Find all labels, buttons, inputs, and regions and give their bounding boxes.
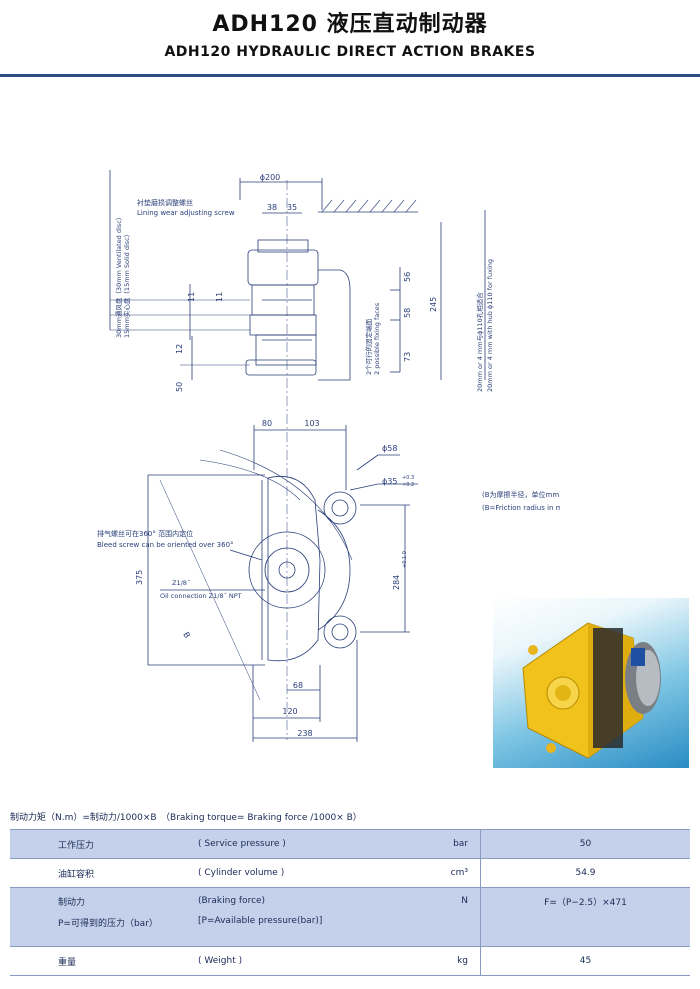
page-title: ADH120 液压直动制动器: [212, 12, 488, 37]
technical-drawing: ϕ200 38 35 56 58 73 245 11 11 12 50 80 1…: [97, 170, 560, 742]
bleed-label-cn: 排气螺丝可在360° 范围内定位: [97, 529, 193, 538]
fixing-label-cn: 2个可行的固定端面: [364, 318, 373, 375]
header-rule: [0, 74, 700, 77]
row-label-en: ( Service pressure ): [198, 829, 398, 859]
row-unit: kg: [398, 946, 481, 976]
dim-238: 238: [297, 729, 312, 738]
row-label-en: [P=Available pressure(bar)]: [198, 914, 398, 947]
row-unit: N: [398, 887, 481, 914]
dim-80: 80: [262, 419, 272, 428]
row-label-cn: 工作压力: [10, 829, 198, 859]
spec-table: 工作压力 ( Service pressure ) bar 50 油缸容积 ( …: [10, 829, 690, 976]
oil-connection-label: Oil connection Z1/8˝ NPT: [160, 591, 242, 600]
row-unit: cm³: [398, 858, 481, 888]
dim-58: 58: [403, 308, 412, 318]
disc-label-cn: 30mm通风盘（30mm Ventilated disc）: [114, 214, 123, 338]
row-label-cn: 制动力: [10, 887, 198, 914]
dim-120: 120: [282, 707, 297, 716]
disc-label-en: 15mm实心盘（15mm Solid disc）: [122, 231, 131, 338]
dim-35: 35: [287, 203, 297, 212]
fixing-label-en: 2 possible fixing faces: [373, 302, 381, 375]
table-row: P=可得到的压力（bar） [P=Available pressure(bar)…: [10, 914, 690, 947]
dim-B: B: [181, 631, 192, 640]
dim-245: 245: [429, 297, 438, 312]
hub-label-cn: 20mm or 4 mm与ϕ110孔相适合: [475, 292, 484, 392]
row-value: F=（P−2.5）×471: [480, 887, 690, 914]
row-label-en: (Braking force): [198, 887, 398, 914]
row-label-en: ( Cylinder volume ): [198, 858, 398, 888]
oil-label: Z1/8˝: [172, 578, 190, 587]
dim-56: 56: [403, 272, 412, 282]
dim-11a: 11: [187, 292, 196, 302]
dim-375: 375: [135, 570, 144, 585]
torque-formula: 制动力矩（N.m）=制动力/1000×B （Braking torque= Br…: [10, 813, 362, 823]
radius-note-en: (B=Friction radius in mm): [482, 504, 560, 512]
dim-284-tol: +0.1 0: [402, 551, 408, 568]
dim-50: 50: [175, 382, 184, 392]
table-row: 制动力 (Braking force) N F=（P−2.5）×471: [10, 887, 690, 914]
row-value: 54.9: [480, 858, 690, 888]
row-unit: [398, 914, 481, 947]
table-row: 重量 ( Weight ) kg 45: [10, 946, 690, 976]
row-label-en: ( Weight ): [198, 946, 398, 976]
dim-phi200: ϕ200: [260, 173, 281, 182]
dim-73: 73: [403, 352, 412, 362]
row-value: 45: [480, 946, 690, 976]
dim-phi35-tol-lower: +0.2: [402, 482, 414, 488]
product-photo: [493, 598, 689, 768]
row-label-cn: 油缸容积: [10, 858, 198, 888]
hub-label-en: 20mm or 4 mm with hub ϕ110 for fuxing: [486, 259, 494, 392]
table-row: 油缸容积 ( Cylinder volume ) cm³ 54.9: [10, 858, 690, 888]
dim-phi58: ϕ58: [382, 444, 397, 453]
row-unit: bar: [398, 829, 481, 859]
row-label-cn: P=可得到的压力（bar）: [10, 914, 198, 947]
dim-103: 103: [304, 419, 319, 428]
row-value: 50: [480, 829, 690, 859]
dim-11b: 11: [215, 292, 224, 302]
dim-284: 284: [392, 575, 401, 590]
row-label-cn: 重量: [10, 946, 198, 976]
dim-38: 38: [267, 203, 277, 212]
dim-68: 68: [293, 681, 303, 690]
dim-12: 12: [175, 344, 184, 354]
lining-label-en: Lining wear adjusting screw: [137, 209, 235, 217]
table-row: 工作压力 ( Service pressure ) bar 50: [10, 829, 690, 859]
radius-note-cn: (B为摩擦半径，单位mm): [482, 490, 560, 499]
page-subtitle: ADH120 HYDRAULIC DIRECT ACTION BRAKES: [164, 44, 536, 60]
dim-phi35: ϕ35: [382, 477, 397, 486]
row-value: [480, 914, 690, 947]
bleed-label-en: Bleed screw can be oriented over 360°: [97, 541, 234, 549]
lining-label-cn: 衬垫磨损调整螺丝: [137, 198, 193, 207]
dim-phi35-tol-upper: +0.3: [402, 475, 414, 481]
